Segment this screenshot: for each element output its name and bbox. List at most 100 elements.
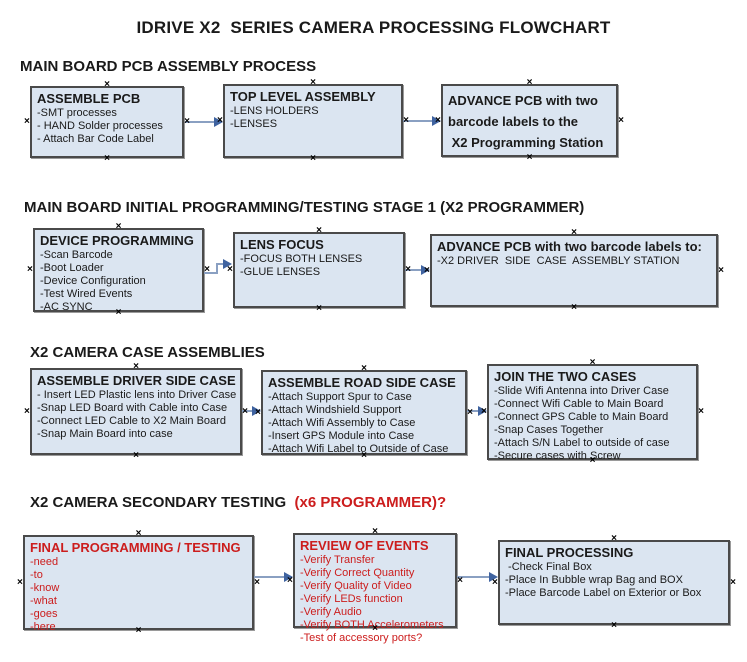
connection-handle-icon: × (718, 264, 724, 276)
arrow-line (254, 576, 286, 578)
arrow-line (204, 272, 218, 274)
flow-box-lens-focus: LENS FOCUS -FOCUS BOTH LENSES -GLUE LENS… (227, 226, 411, 314)
box-item: -Attach Windshield Support (268, 404, 402, 416)
connection-handle-icon: × (27, 264, 33, 275)
section-heading-pcb-assembly: MAIN BOARD PCB ASSEMBLY PROCESS (20, 58, 317, 75)
flow-box-device-programming: DEVICE PROGRAMMING -Scan Barcode -Boot L… (27, 222, 210, 318)
connection-handle-icon: × (730, 576, 736, 588)
flow-box-final-processing: FINAL PROCESSING -Check Final Box -Place… (492, 534, 736, 631)
arrow-head-icon (478, 406, 487, 416)
connection-handle-icon: × (571, 227, 577, 238)
box-title: ASSEMBLE ROAD SIDE CASE (268, 375, 456, 390)
box-title: ADVANCE PCB with two barcode labels to: (437, 239, 702, 254)
arrow-head-icon (421, 265, 430, 275)
box-item: -here (30, 621, 56, 633)
connection-handle-icon: × (310, 153, 316, 164)
box-item: -need (30, 556, 59, 568)
connection-handle-icon: × (310, 77, 316, 88)
connection-handle-icon: × (17, 576, 23, 588)
flow-box-assemble-road-side-case: ASSEMBLE ROAD SIDE CASE -Attach Support … (255, 364, 473, 461)
box-title: JOIN THE TWO CASES (494, 369, 637, 384)
box-item: - Insert LED Plastic lens into Driver Ca… (37, 389, 237, 401)
arrow-line (185, 121, 216, 123)
arrow-head-icon (432, 116, 441, 126)
box-item: -Scan Barcode (40, 249, 113, 261)
box-item: -Connect GPS Cable to Main Board (494, 411, 669, 423)
arrow-head-icon (223, 259, 232, 269)
box-title: DEVICE PROGRAMMING (40, 233, 194, 248)
arrow-head-icon (252, 406, 261, 416)
flow-box-assemble-pcb: ASSEMBLE PCB -SMT processes - HAND Solde… (24, 80, 190, 164)
box-title: FINAL PROCESSING (505, 545, 634, 560)
flow-box-advance-pcb-case-assembly: ADVANCE PCB with two barcode labels to: … (424, 228, 724, 313)
box-title: ADVANCE PCB with two barcode labels to t… (448, 93, 604, 150)
box-item: -AC SYNC (40, 301, 93, 313)
connection-handle-icon: × (316, 303, 322, 314)
box-item: -Verify Quality of Video (300, 580, 412, 592)
arrow-line (216, 263, 225, 265)
box-item: -Insert GPS Module into Case (268, 430, 415, 442)
box-item: -Verify Audio (300, 606, 362, 618)
connection-handle-icon: × (618, 114, 624, 126)
box-item: -Snap Cases Together (494, 424, 604, 436)
arrow-line (403, 120, 434, 122)
box-item: -Place In Bubble wrap Bag and BOX (505, 574, 683, 586)
connection-handle-icon: × (24, 405, 30, 417)
connection-handle-icon: × (104, 153, 110, 164)
box-item: -Attach Wifi Label to Outside of Case (268, 443, 449, 455)
box-item: - HAND Solder processes (37, 120, 163, 132)
box-item: -GLUE LENSES (240, 266, 321, 278)
box-item: -Slide Wifi Antenna into Driver Case (494, 385, 669, 397)
connection-handle-icon: × (361, 363, 367, 374)
box-item: -Snap Main Board into case (37, 428, 173, 440)
box-item: -LENS HOLDERS (230, 105, 319, 117)
box-item: - Attach Bar Code Label (37, 133, 154, 145)
connection-handle-icon: × (526, 152, 533, 163)
box-item: -Device Configuration (40, 275, 146, 287)
section-heading-case-assemblies: X2 CAMERA CASE ASSEMBLIES (30, 344, 265, 361)
box-item: -Attach Wifi Assembly to Case (268, 417, 416, 429)
connection-handle-icon: × (589, 357, 596, 368)
connection-handle-icon: × (135, 528, 142, 539)
arrow-line (405, 269, 423, 271)
box-item: -Place Barcode Label on Exterior or Box (505, 587, 702, 599)
box-item: -Verify Transfer (300, 554, 375, 566)
flow-arrow-elbow (204, 259, 234, 276)
heading-red-part: (x6 PROGRAMMER)? (290, 494, 447, 511)
box-title: ASSEMBLE DRIVER SIDE CASE (37, 373, 236, 388)
flow-box-join-the-two-cases: JOIN THE TWO CASES -Slide Wifi Antenna i… (481, 358, 704, 466)
flow-arrow (405, 265, 430, 275)
box-item: -Connect Wifi Cable to Main Board (494, 398, 664, 410)
connection-handle-icon: × (133, 450, 139, 461)
box-title: LENS FOCUS (240, 237, 324, 252)
arrow-line (216, 264, 218, 274)
flow-arrow (185, 117, 223, 127)
page-title: IDRIVE X2 SERIES CAMERA PROCESSING FLOWC… (136, 18, 611, 37)
box-item: -Check Final Box (505, 561, 592, 573)
arrow-head-icon (284, 572, 293, 582)
box-item: -FOCUS BOTH LENSES (240, 253, 363, 265)
box-item: -Test of accessory ports? (300, 632, 423, 644)
connection-handle-icon: × (115, 221, 122, 232)
box-item: -Test Wired Events (40, 288, 133, 300)
flow-arrow (242, 406, 261, 416)
box-item: -Snap LED Board with Cable into Case (37, 402, 228, 414)
heading-black-part: X2 CAMERA SECONDARY TESTING (30, 494, 291, 511)
arrow-line (242, 410, 254, 412)
box-title: FINAL PROGRAMMING / TESTING (30, 540, 241, 555)
box-item: -Attach Support Spur to Case (268, 391, 412, 403)
box-item: -Verify BOTH Accelerometers (300, 619, 444, 631)
section-heading-initial-programming: MAIN BOARD INITIAL PROGRAMMING/TESTING S… (24, 199, 585, 216)
arrow-head-icon (214, 117, 223, 127)
box-title: ASSEMBLE PCB (37, 91, 141, 106)
flow-arrow (254, 572, 293, 582)
box-item: -Attach S/N Label to outside of case (494, 437, 670, 449)
box-item: -Verify LEDs function (300, 593, 403, 605)
connection-handle-icon: × (698, 406, 704, 417)
box-item: -Connect LED Cable to X2 Main Board (37, 415, 226, 427)
arrow-line (457, 576, 491, 578)
connection-handle-icon: × (611, 620, 617, 631)
connection-handle-icon: × (104, 79, 110, 90)
box-item: -X2 DRIVER SIDE CASE ASSEMBLY STATION (437, 255, 680, 267)
